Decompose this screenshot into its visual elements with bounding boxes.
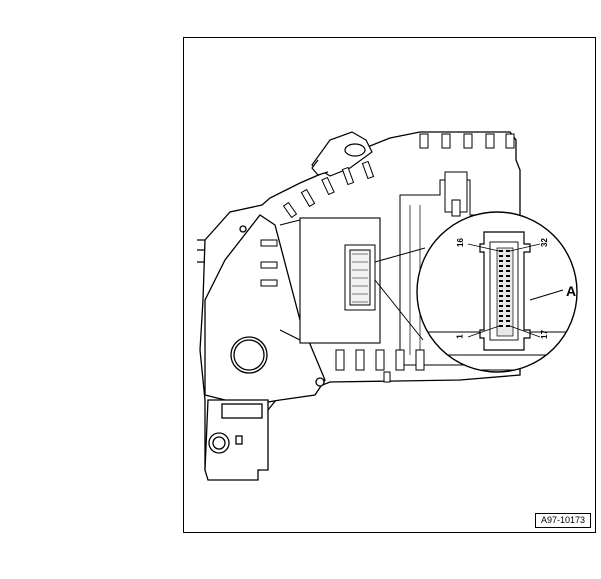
connector-pins <box>499 250 510 327</box>
pin-leaders <box>467 243 541 338</box>
pin-label-17: 17 <box>539 330 549 339</box>
figure-reference-id: A97-10173 <box>535 513 591 528</box>
magnifier-leaders <box>374 247 426 341</box>
callout-a-leader <box>529 289 564 301</box>
callout-a-label: A <box>566 283 577 299</box>
pin-label-16: 16 <box>455 238 465 247</box>
upper-lug <box>311 131 373 177</box>
pin-label-1: 1 <box>455 334 465 339</box>
left-bracket <box>197 214 326 406</box>
pin-label-32: 32 <box>539 238 549 247</box>
connector-large <box>479 231 531 351</box>
left-ribs <box>260 239 278 287</box>
bottom-mount <box>204 399 269 481</box>
edge-tabs <box>282 160 375 219</box>
module-connector <box>344 244 376 311</box>
bottom-fins <box>335 349 425 383</box>
housing-top-tabs <box>419 133 515 149</box>
